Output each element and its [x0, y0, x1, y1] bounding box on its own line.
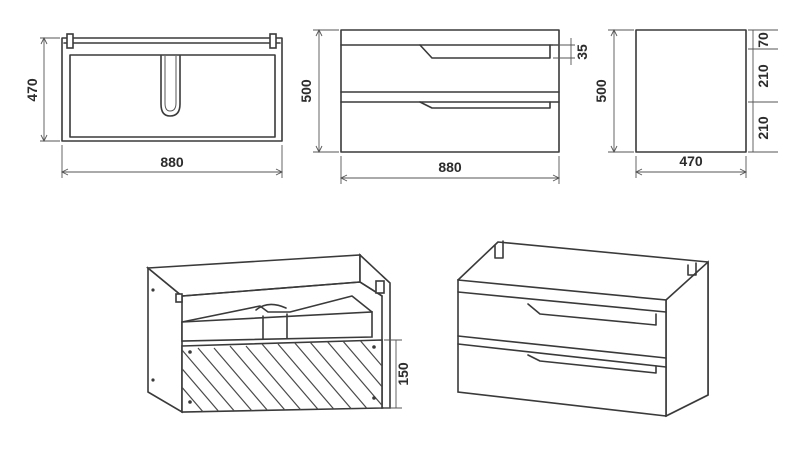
top-view-siphon-cutout [160, 55, 181, 117]
front-upper-handle [419, 44, 551, 59]
side-depth-arrow-left [634, 168, 643, 176]
iso-closed-lower-handle [527, 354, 657, 374]
front-view-height-label: 500 [298, 79, 314, 103]
front-view-handle-gap-label: 35 [574, 44, 590, 60]
open-drawer-height-label: 150 [395, 362, 411, 386]
iso-closed-drawer-divider [457, 335, 667, 359]
front-view-width-label: 880 [438, 159, 462, 175]
top-view-outline [61, 37, 283, 142]
iso-open-screw-2 [372, 345, 376, 349]
iso-closed-back-bracket [494, 240, 504, 259]
side-height-arrow-bottom [610, 145, 618, 154]
iso-open-screw-6 [151, 378, 155, 382]
iso-open-screw-5 [151, 288, 155, 292]
side-view-middle-section-label: 210 [755, 64, 771, 88]
iso-closed-upper-handle [527, 303, 657, 326]
isometric-open-view: 150 [145, 253, 411, 414]
iso-open-inner-drawer-top [181, 295, 373, 323]
side-view: 500 470 70 210 210 [593, 28, 778, 178]
top-width-arrow-right [275, 168, 284, 176]
iso-closed-lower-top [457, 343, 667, 368]
front-width-arrow-right [552, 174, 561, 182]
side-height-arrow-top [610, 28, 618, 37]
iso-open-screw-3 [188, 400, 192, 404]
top-view-depth-label: 470 [24, 78, 40, 102]
top-width-arrow-left [60, 168, 69, 176]
front-height-arrow-bottom [315, 145, 323, 154]
side-view-top-section-label: 70 [755, 32, 771, 48]
top-view: 470 880 [24, 33, 284, 178]
top-view-width-label: 880 [160, 154, 184, 170]
front-view-outline [340, 29, 560, 153]
side-view-bottom-section-label: 210 [755, 116, 771, 140]
iso-open-inner-drawer [181, 311, 373, 342]
front-view: 500 880 35 [298, 28, 590, 184]
iso-closed-top-rail [457, 291, 667, 313]
iso-closed-front [457, 279, 667, 417]
iso-open-cavity-edge [181, 281, 383, 297]
side-depth-arrow-right [739, 168, 748, 176]
side-view-outline [635, 29, 747, 153]
iso-closed-right-side [665, 260, 709, 418]
side-view-height-label: 500 [593, 79, 609, 103]
iso-open-screw-4 [372, 396, 376, 400]
iso-open-siphon-notch [255, 303, 287, 311]
iso-open-drawer-hatching [182, 340, 382, 412]
side-view-depth-label: 470 [679, 153, 703, 169]
top-depth-arrow-top [40, 36, 48, 45]
iso-closed-side-bracket [687, 262, 697, 276]
isometric-closed-view [457, 240, 709, 418]
front-width-arrow-left [339, 174, 348, 182]
iso-open-drawer-front [181, 339, 383, 413]
top-depth-arrow-bottom [40, 134, 48, 143]
top-view-siphon-inner [164, 56, 177, 112]
front-lower-handle [419, 101, 551, 109]
iso-open-left-bracket [175, 293, 183, 303]
iso-open-right-bracket [375, 280, 385, 294]
top-view-left-bracket [66, 33, 74, 49]
top-view-right-bracket [269, 33, 277, 49]
top-view-basin [69, 54, 276, 138]
iso-open-screw-1 [188, 350, 192, 354]
front-height-arrow-top [315, 28, 323, 37]
